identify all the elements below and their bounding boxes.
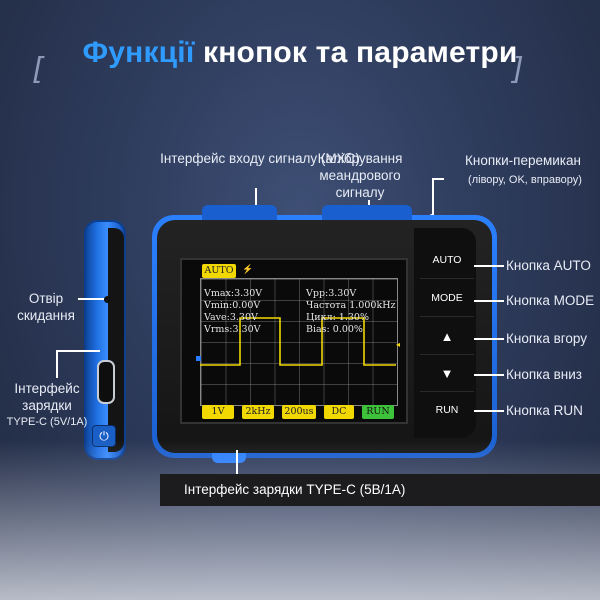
power-icon[interactable]: ⏻ — [92, 425, 116, 447]
pointer-down — [474, 374, 504, 376]
meas-vrms: Vrms:3.30V — [204, 324, 261, 335]
pointer-switch — [432, 178, 434, 218]
meas-bias: Bias: 0.00% — [306, 324, 363, 335]
button-column — [414, 228, 476, 438]
callout-run: Кнопка RUN — [506, 403, 583, 418]
usb-c-port-side — [97, 360, 115, 404]
square-wave-trace — [200, 317, 396, 366]
title-accent: Функції — [82, 36, 195, 69]
mode-button[interactable]: MODE — [420, 281, 474, 317]
chip-run: RUN — [362, 405, 394, 419]
callout-charge-side: Інтерфейс зарядки TYPE-C (5V/1A) — [2, 380, 92, 431]
channel-marker-icon — [196, 356, 201, 361]
down-button[interactable]: ▼ — [420, 356, 474, 392]
meas-vmin: Vmin:0.00V — [204, 300, 261, 311]
callout-charge-side-line3: TYPE-C (5V/1A) — [6, 416, 88, 428]
oscilloscope-screen: AUTO ⚡ ◂ Vmax:3.30V Vmin:0.00V Vave:3.30… — [180, 258, 408, 424]
title-bracket-right: ] — [512, 52, 524, 87]
callout-up: Кнопка вгору — [506, 331, 588, 346]
meas-vave: Vave:3.30V — [204, 312, 258, 323]
pointer-charge-bottom — [236, 450, 238, 474]
mode-chip: AUTO — [202, 264, 236, 278]
pointer-switch-h — [432, 178, 444, 180]
pointer-mode — [474, 300, 504, 302]
chip-volts: 1V — [202, 405, 234, 419]
pointer-charge-side-h — [56, 350, 100, 352]
trigger-level-icon: ◂ — [396, 340, 401, 349]
title-bracket-left: [ — [32, 52, 44, 87]
calibration-port — [322, 205, 412, 221]
callout-switch-title: Кнопки-перемикан — [465, 153, 581, 168]
pointer-input — [255, 188, 257, 218]
pointer-run — [474, 410, 504, 412]
pointer-reset — [78, 298, 104, 300]
usb-c-port-bottom — [212, 453, 246, 463]
up-button[interactable]: ▲ — [420, 319, 474, 355]
callout-charge-side-line2: зарядки — [22, 398, 72, 413]
meas-frequency: Частота 1.000kHz — [306, 300, 396, 311]
callout-mode: Кнопка MODE — [506, 293, 595, 308]
pointer-auto — [474, 265, 504, 267]
meas-cycle: Цикл: 1.30% — [306, 312, 369, 323]
callout-input: Інтерфейс входу сигналу (MXC) — [160, 151, 360, 166]
chip-timebase: 200us — [282, 405, 316, 419]
callout-reset: Отвір скидання — [6, 290, 86, 324]
page-title: Функції кнопок та параметри — [0, 36, 600, 70]
meas-vpp: Vpp:3.30V — [306, 288, 357, 299]
reset-hole[interactable] — [104, 296, 111, 303]
pointer-charge-side-v — [56, 350, 58, 378]
charging-banner: Інтерфейс зарядки TYPE-C (5В/1А) — [160, 474, 600, 506]
callout-reset-line2: скидання — [17, 308, 75, 323]
signal-input-port — [202, 205, 277, 221]
callout-charge-side-line1: Інтерфейс — [14, 381, 80, 396]
trigger-icon: ⚡ — [242, 264, 254, 274]
callout-switch-sub: (лівору, OK, вправору) — [468, 174, 582, 186]
side-black-panel — [108, 228, 124, 452]
callout-auto: Кнопка AUTO — [506, 258, 591, 273]
chip-frequency: 2kHz — [242, 405, 274, 419]
callout-calibration: Калібрування меандрового сигналу — [317, 151, 403, 200]
title-rest: кнопок та параметри — [194, 36, 518, 69]
chip-coupling: DC — [324, 405, 354, 419]
callout-reset-line1: Отвір — [28, 291, 64, 306]
run-button[interactable]: RUN — [435, 404, 459, 416]
pointer-up — [474, 338, 504, 340]
auto-button[interactable]: AUTO — [420, 243, 474, 279]
meas-vmax: Vmax:3.30V — [204, 288, 263, 299]
callout-down: Кнопка вниз — [506, 367, 582, 382]
